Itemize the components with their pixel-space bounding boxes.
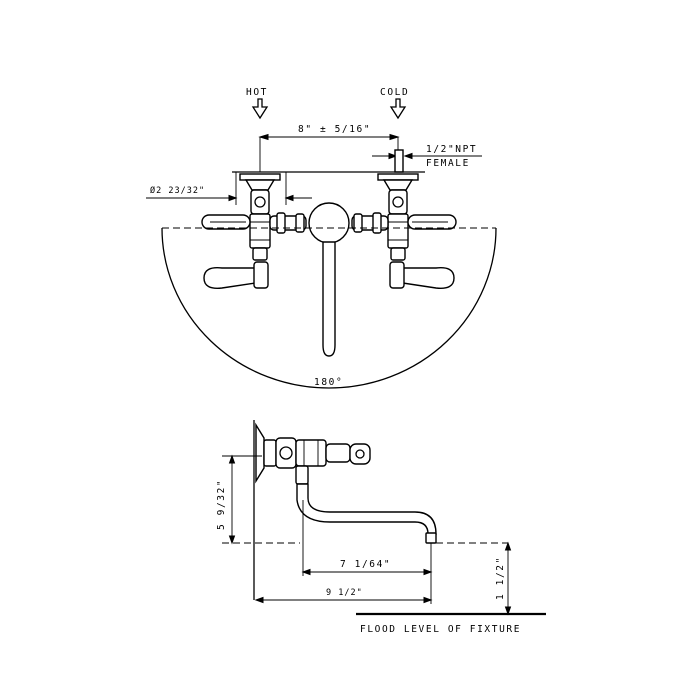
npt-size-label: 1/2"NPT [426,144,477,155]
side-view: 5 9/32" 7 1/64" 9 1/2" 1 1/2" FLOOD LEVE… [216,420,546,635]
swing-angle-label: 180° [314,377,343,388]
hot-valve-body [249,189,271,261]
cold-label: COLD [380,87,409,98]
centers-dimension: 8" ± 5/16" [298,124,371,135]
hot-flange [239,173,281,191]
cold-flange [377,173,419,191]
swing-arc [161,227,497,389]
air-gap-label: 1 1/2" [495,556,506,600]
central-hub [308,202,350,244]
flange-dimension-line [146,172,312,205]
cold-arrow-icon [389,98,407,120]
centers-dimension-line [258,133,400,172]
spout-reach-dimension-line [301,500,433,576]
cold-valve-body [387,189,409,261]
hot-label: HOT [246,87,268,98]
side-valve-body [275,437,371,469]
spout-height-dimension-line [222,454,262,545]
overall-reach-dimension-line [254,576,433,604]
air-gap-dimension-line [504,541,512,616]
hot-lever-handle [203,261,269,289]
plan-view: HOT COLD 8" ± 5/16" 1/2"NPT FEMALE [146,87,497,389]
npt-leader [372,152,482,160]
spout-height-label: 5 9/32" [216,479,227,530]
flood-level-label: FLOOD LEVEL OF FIXTURE [360,624,521,635]
cold-side-handle [407,214,457,230]
side-spout [295,465,437,544]
cold-inlet-shank [394,149,404,173]
npt-type-label: FEMALE [426,158,470,169]
cold-lever-handle [389,261,455,289]
hot-arrow-icon [251,98,269,120]
hot-side-handle [201,214,251,230]
spout-plan [322,241,336,357]
side-flange [255,422,265,484]
side-nut [263,439,277,467]
flange-diameter-label: Ø2 23/32" [150,185,205,196]
overall-reach-label: 9 1/2" [326,588,363,598]
spout-reach-label: 7 1/64" [340,559,391,570]
